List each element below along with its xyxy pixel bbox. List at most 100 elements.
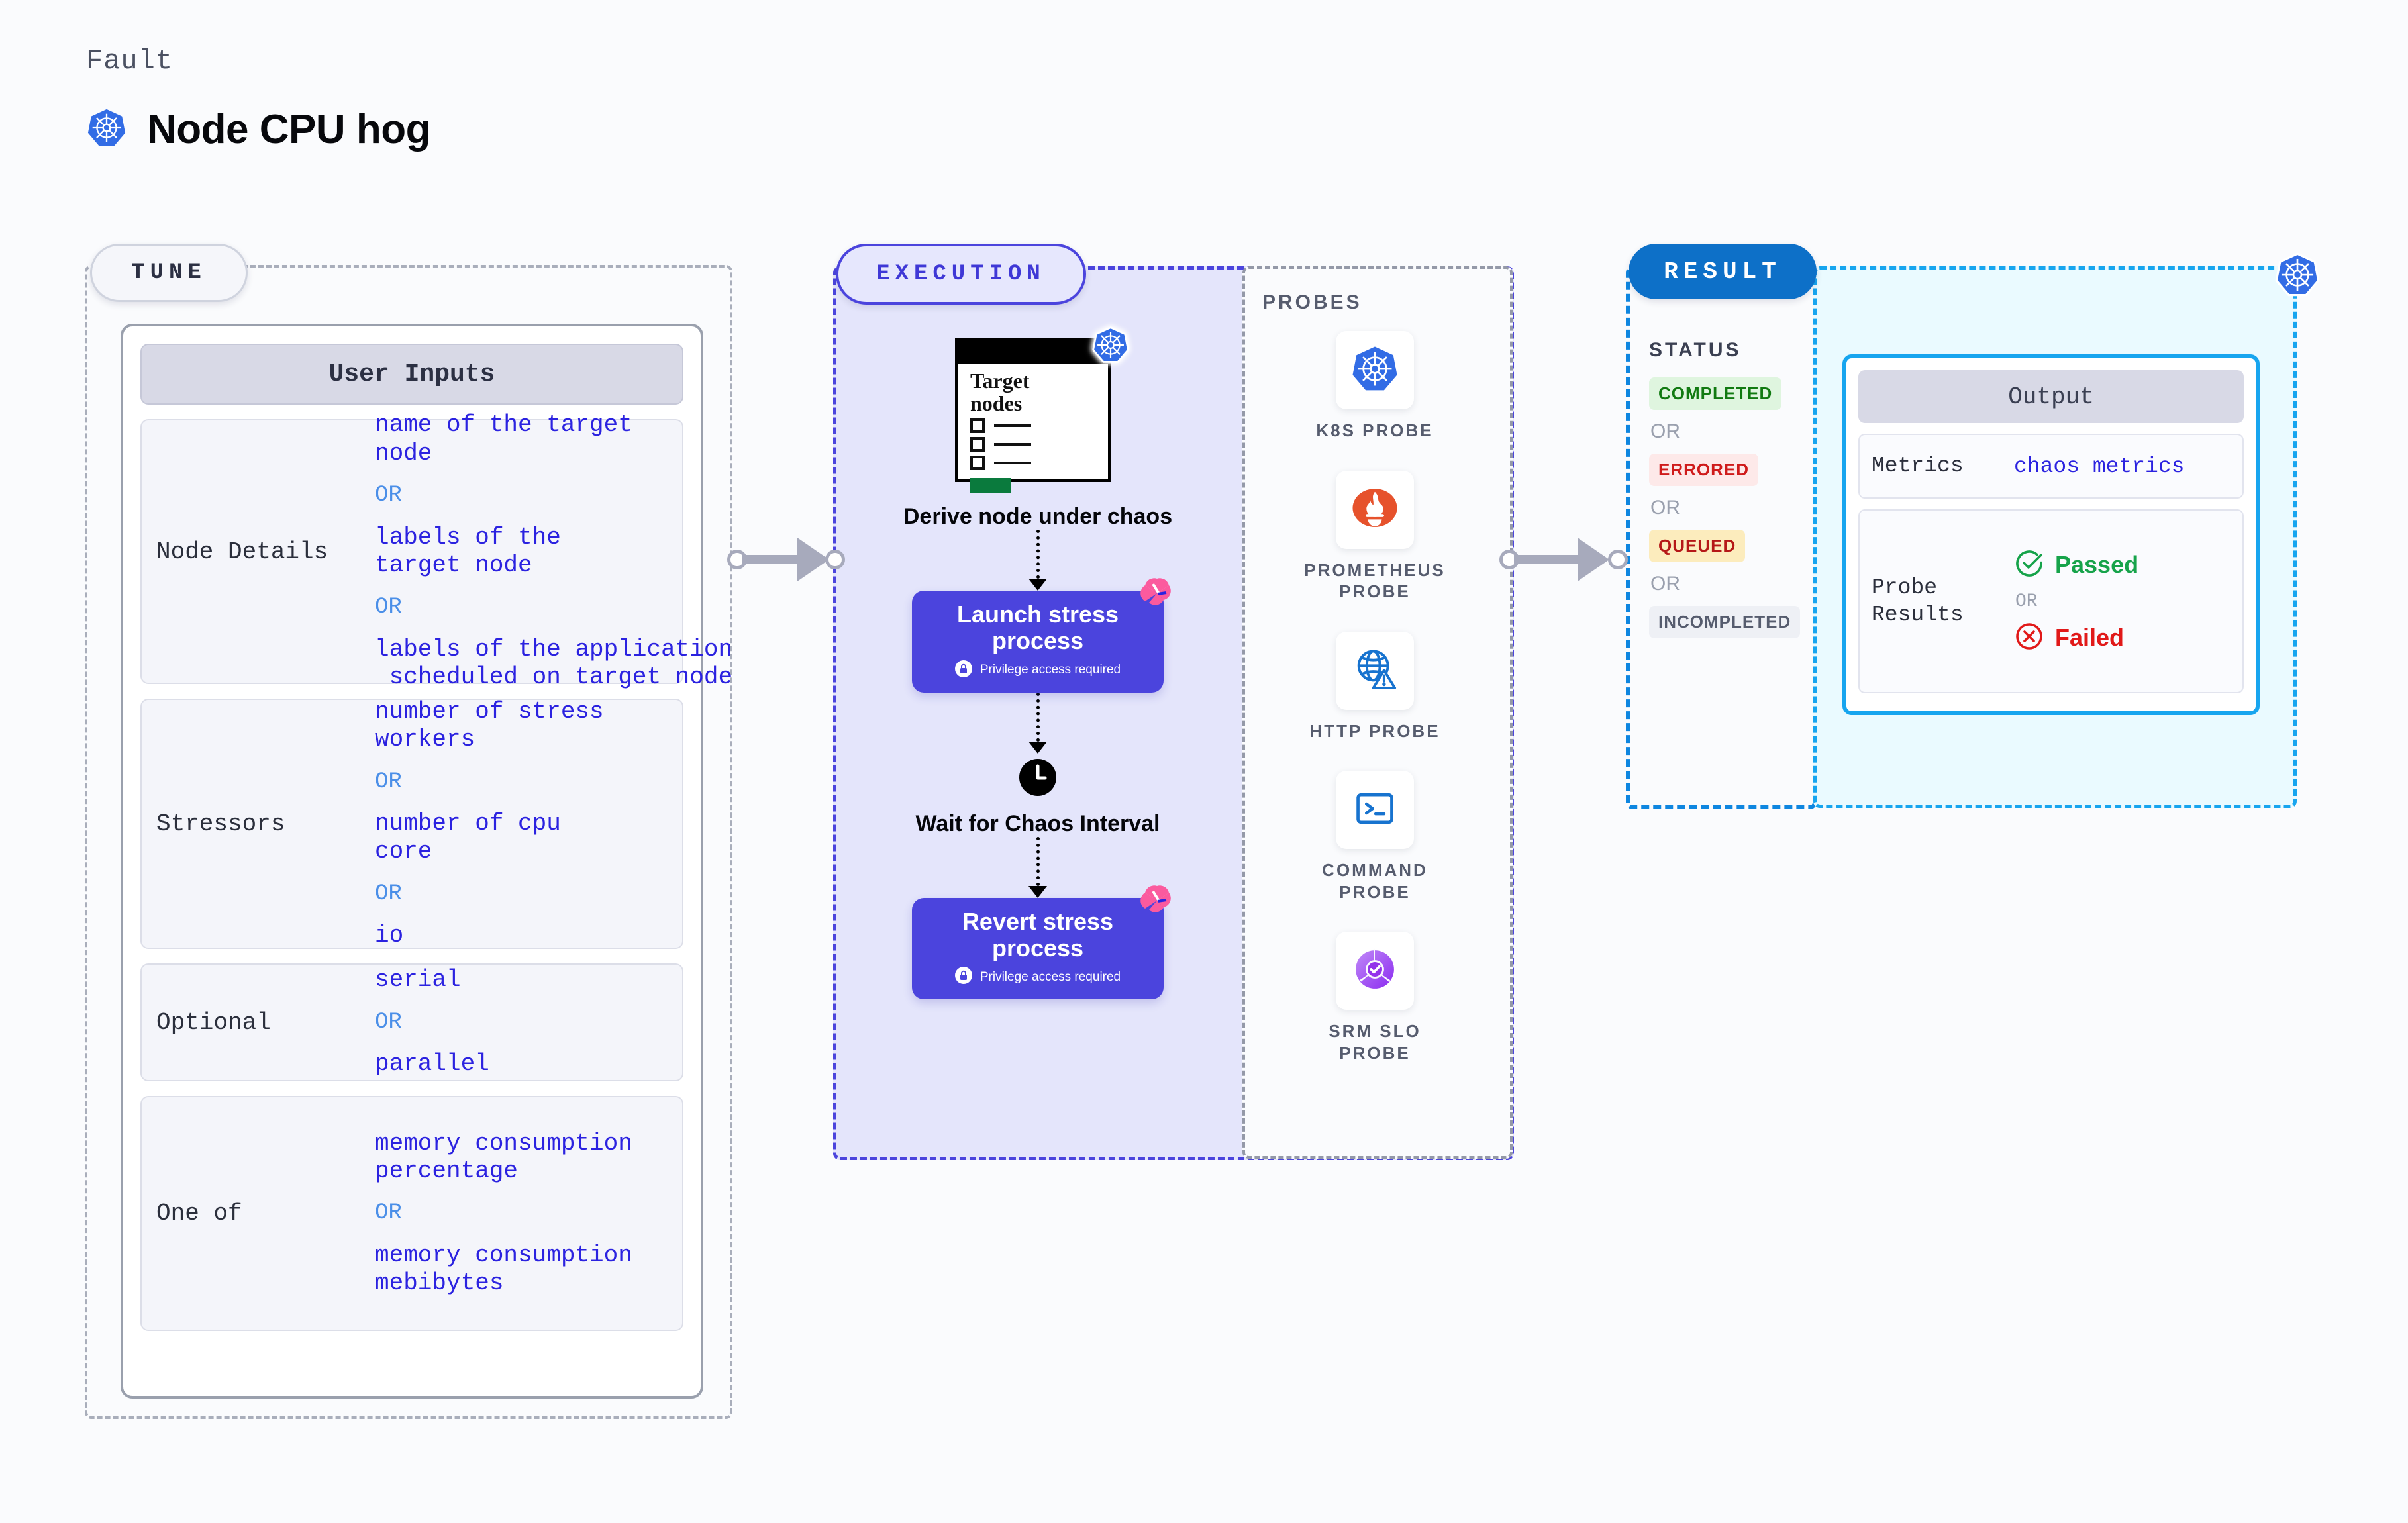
tune-group-label: Optional <box>156 1008 271 1036</box>
status-title: STATUS <box>1649 339 1742 361</box>
tune-value: number of stress workers <box>375 697 604 754</box>
step-title: Revert stress process <box>962 907 1114 962</box>
tune-value: memory consumption mebibytes <box>375 1241 632 1297</box>
tune-group-label: Node Details <box>156 538 328 565</box>
status-badge-errored[interactable]: ERRORED <box>1649 454 1759 486</box>
kubernetes-icon <box>86 107 127 152</box>
tune-value: labels of the application scheduled on t… <box>375 635 733 691</box>
tune-group-node-details[interactable]: Node Details name of the target node OR … <box>140 411 732 691</box>
list-line <box>994 443 1031 446</box>
probe-item-command[interactable]: COMMAND PROBE <box>1276 771 1474 903</box>
srm-slo-icon <box>1350 945 1399 997</box>
probe-result-values: Passed OR Failed <box>2014 548 2138 655</box>
probe-result-passed-label: Passed <box>2055 551 2139 578</box>
step-launch-stress-process[interactable]: Launch stress process Privilege access r… <box>912 578 1171 693</box>
output-card: Output Metrics chaos metrics Probe Resul… <box>1842 354 2260 715</box>
target-nodes-card-title: Target nodes <box>970 369 1030 415</box>
privilege-note-text: Privilege access required <box>979 969 1121 984</box>
execution-flow: Target nodes Derive node under chaos <box>833 285 1242 1000</box>
probe-tile <box>1336 470 1414 549</box>
connector-arrowhead <box>1578 538 1609 581</box>
lock-icon <box>954 660 972 681</box>
check-circle-icon <box>2014 548 2044 582</box>
or-separator: OR <box>375 483 402 509</box>
privilege-note: Privilege access required <box>954 967 1121 987</box>
output-card-header: Output <box>1858 370 2244 423</box>
checkbox-row <box>958 456 1108 471</box>
or-separator: OR <box>1650 497 1680 518</box>
tune-group-values: number of stress workers OR number of cp… <box>375 683 604 965</box>
or-separator: OR <box>1650 573 1680 595</box>
connector-line <box>742 555 808 564</box>
probe-label: SRM SLO PROBE <box>1329 1021 1421 1063</box>
checkbox-icon <box>970 418 985 434</box>
terminal-icon <box>1350 784 1399 836</box>
flow-arrowhead <box>1028 579 1047 591</box>
or-separator: OR <box>375 769 402 795</box>
flow-connector-line <box>1036 836 1040 886</box>
tune-group-stressors[interactable]: Stressors number of stress workers OR nu… <box>140 698 683 949</box>
lock-icon <box>954 967 972 987</box>
output-row-probe-results[interactable]: Probe Results Passed OR <box>1858 509 2244 693</box>
checkbox-row <box>958 418 1108 434</box>
output-row-label: Metrics <box>1872 454 1964 479</box>
probe-item-srm-slo[interactable]: SRM SLO PROBE <box>1276 932 1474 1063</box>
tune-group-values: memory consumption percentage OR memory … <box>375 1115 632 1312</box>
probe-label: K8S PROBE <box>1316 420 1434 440</box>
tune-group-values: name of the target node OR labels of the… <box>375 397 732 706</box>
fault-title-row: Node CPU hog <box>86 106 430 153</box>
tune-group-one-of[interactable]: One of memory consumption percentage OR … <box>140 1096 683 1331</box>
probe-item-http[interactable]: HTTP PROBE <box>1276 631 1474 742</box>
connector-end-dot <box>825 550 845 569</box>
step-revert-stress-process[interactable]: Revert stress process Privilege access r… <box>912 885 1171 1000</box>
list-line <box>994 462 1031 465</box>
tune-value: memory consumption percentage <box>375 1129 632 1185</box>
probes-section-container <box>1242 266 1513 1159</box>
status-badge-incompleted[interactable]: INCOMPLETED <box>1649 606 1801 638</box>
connector-line <box>1514 555 1588 564</box>
tune-group-label: One of <box>156 1200 242 1227</box>
user-inputs-header: User Inputs <box>140 344 683 405</box>
page-title: Node CPU hog <box>147 107 430 152</box>
tune-group-optional[interactable]: Optional serial OR parallel <box>140 963 683 1081</box>
execution-section-pill[interactable]: EXECUTION <box>836 244 1086 305</box>
probe-tile <box>1336 331 1414 409</box>
flow-connector-line <box>1036 692 1040 742</box>
probe-result-failed: Failed <box>2014 621 2138 655</box>
step-caption-derive-node: Derive node under chaos <box>903 504 1173 529</box>
probes-list: K8S PROBE PROMETHEUS PROBE <box>1242 331 1507 1063</box>
privilege-note: Privilege access required <box>954 660 1121 681</box>
status-list: COMPLETED OR ERRORED OR QUEUED OR INCOMP… <box>1649 377 1801 638</box>
tune-value: io <box>375 921 404 949</box>
status-badge-completed[interactable]: COMPLETED <box>1649 377 1782 410</box>
tune-group-values: serial OR parallel <box>375 952 489 1093</box>
probe-tile <box>1336 771 1414 849</box>
tune-value: labels of the target node <box>375 523 561 579</box>
checkbox-icon <box>970 456 985 471</box>
probe-item-prometheus[interactable]: PROMETHEUS PROBE <box>1276 470 1474 603</box>
probes-title: PROBES <box>1262 291 1362 313</box>
fault-kicker-label: Fault <box>86 45 174 77</box>
tune-value: parallel <box>375 1050 489 1078</box>
or-separator: OR <box>375 595 402 620</box>
result-section-pill[interactable]: RESULT <box>1629 244 1817 299</box>
flow-connector-line <box>1036 530 1040 579</box>
output-row-metrics[interactable]: Metrics chaos metrics <box>1858 434 2244 499</box>
list-line <box>994 424 1031 428</box>
or-separator: OR <box>375 1009 402 1035</box>
checkbox-row <box>958 437 1108 452</box>
tune-section-pill[interactable]: TUNE <box>90 244 248 302</box>
status-badge-queued[interactable]: QUEUED <box>1649 530 1746 562</box>
probe-tile <box>1336 932 1414 1010</box>
probe-label: COMMAND PROBE <box>1322 860 1428 902</box>
step-title: Launch stress process <box>956 601 1119 655</box>
connector-tune-to-execution <box>727 536 846 583</box>
litmus-icon <box>1140 883 1174 918</box>
connector-execution-to-result <box>1499 536 1632 583</box>
probe-item-k8s[interactable]: K8S PROBE <box>1276 331 1474 442</box>
connector-end-dot <box>1608 550 1628 569</box>
output-row-label: Probe Results <box>1872 575 1964 627</box>
or-separator: OR <box>375 881 402 907</box>
probe-result-passed: Passed <box>2014 548 2138 582</box>
globe-warning-icon <box>1350 644 1399 697</box>
